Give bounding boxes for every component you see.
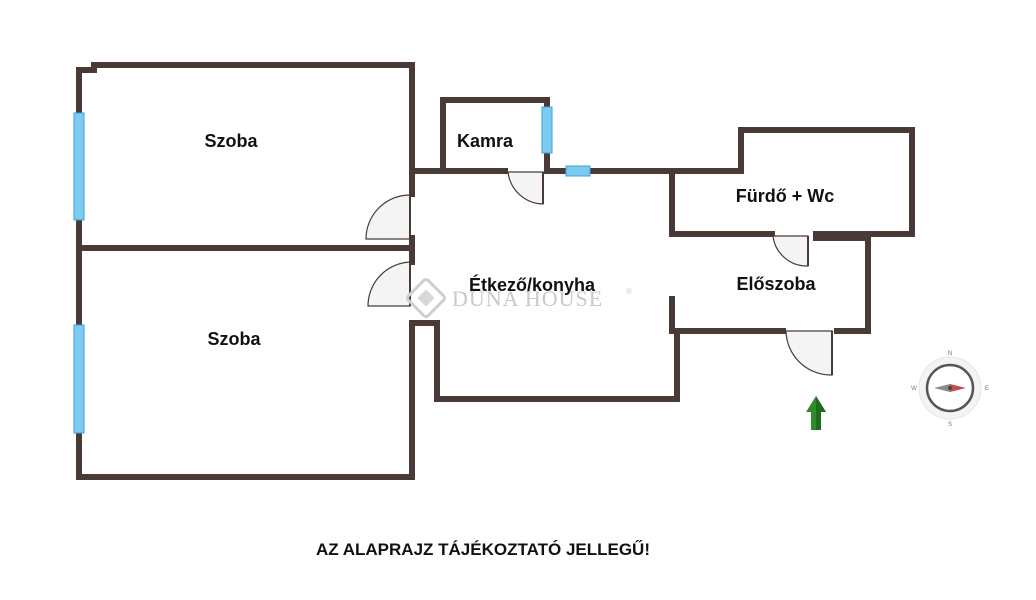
window-bedroom-top [73, 112, 85, 221]
watermark-text: DUNA HOUSE [452, 286, 603, 311]
window-kamra [541, 106, 553, 154]
window-kitchen [565, 165, 591, 177]
compass-n: N [948, 351, 952, 357]
wall-hall-right [813, 235, 871, 334]
room-label-eloszoba: Előszoba [736, 274, 816, 294]
wall-bedrooms-outer [76, 62, 786, 480]
walls [76, 62, 915, 480]
window-bedroom-bottom [73, 324, 85, 434]
watermark-mark: ® [626, 287, 632, 296]
room-label-szoba-bottom: Szoba [207, 329, 261, 349]
door-swing-bath [772, 235, 809, 267]
disclaimer-note: AZ ALAPRAJZ TÁJÉKOZTATÓ JELLEGŰ! [316, 540, 650, 559]
doors [365, 171, 833, 376]
room-label-szoba-top: Szoba [204, 131, 258, 151]
compass-s: S [948, 422, 952, 428]
windows [73, 106, 591, 434]
wall-kitchen-top-2 [544, 127, 915, 237]
wall-bath-left [669, 168, 775, 237]
duna-house-logo-icon [405, 277, 447, 319]
door-swing-bedroom-top [365, 194, 411, 240]
compass-icon: N S E W [911, 351, 989, 428]
door-swing-kamra [507, 171, 544, 205]
entrance-arrow-icon [806, 396, 826, 430]
room-label-kamra: Kamra [457, 131, 514, 151]
room-label-etkezo: Étkező/konyha [469, 274, 596, 295]
room-label-furdo: Fürdő + Wc [736, 186, 835, 206]
door-swing-entrance [785, 330, 833, 376]
compass-e: E [985, 386, 989, 392]
door-swing-bedroom-bottom [367, 261, 411, 307]
compass-w: W [911, 386, 917, 392]
